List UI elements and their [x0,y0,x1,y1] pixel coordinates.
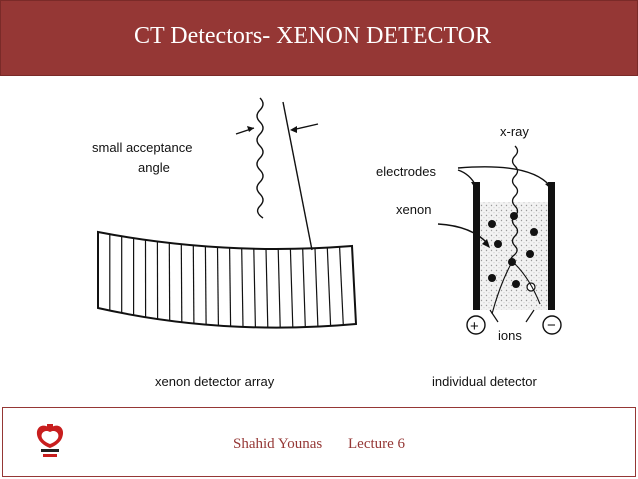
ions-label: ions [498,328,522,343]
individual-detector: + − [466,145,562,335]
footer-lecture: Lecture 6 [348,436,406,452]
institution-logo-icon [36,424,64,457]
minus-symbol: − [547,317,556,334]
slide-title: CT Detectors- XENON DETECTOR [134,23,492,49]
acceptance-label-line1: small acceptance [92,140,192,155]
electrode-left [473,182,480,310]
detector-xray-wave [509,145,519,265]
array-cell-divider [265,248,269,328]
array-cell-divider [180,244,183,323]
plus-terminal [466,315,486,335]
array-cell-divider [253,248,256,328]
electrodes-arrow-right-head [545,182,552,190]
xenon-atom [526,250,534,258]
acceptance-label-line2: angle [138,160,170,175]
array-cell-divider [277,248,281,328]
array-cell-divider [339,246,344,326]
array-cell-divider [204,246,207,325]
footer: Shahid Younas Lecture 6 [2,407,636,477]
detector-caption: individual detector [432,374,537,389]
title-bar: CT Detectors- XENON DETECTOR [0,0,638,76]
ions-arrow-right [525,309,535,323]
ion-path-2 [514,263,541,305]
array-caption: xenon detector array [155,374,275,389]
array-cell-divider [216,247,219,326]
xray-label: x-ray [500,124,529,139]
array-cell-divider [314,248,319,327]
ions-arrow-left [489,309,499,323]
xenon-atom [512,280,520,288]
xenon-atoms [488,212,538,288]
acceptance-line [282,101,313,251]
xenon-atom [488,274,496,282]
array-cell-divider [192,245,195,324]
plus-symbol: + [470,318,479,335]
array-cell-divider [229,247,232,327]
detector-array [97,230,358,329]
array-arc-band [97,230,358,329]
array-xray-wave [256,97,264,219]
array-cell-divider [302,248,306,328]
xenon-atom [494,240,502,248]
xenon-atom [530,228,538,236]
angle-arrow-right-head [290,126,297,133]
xenon-detector-figure: small acceptance angle xenon detector ar… [0,74,638,404]
angle-arrow-left-head [247,126,254,132]
detector-diagram: small acceptance angle xenon detector ar… [92,97,562,389]
array-cell-divider [326,247,332,326]
array-cell-divider [241,248,244,327]
array-cell-dividers [109,234,344,328]
electrodes-arrow-left-head [471,182,478,190]
xenon-atom [488,220,496,228]
electrodes-arrow-right [457,166,551,187]
array-cell-divider [289,248,294,328]
electrode-right [548,182,555,310]
electrodes-label: electrodes [376,164,436,179]
footer-author: Shahid Younas [233,436,323,452]
xenon-label: xenon [396,202,431,217]
minus-terminal [542,315,562,335]
ion-path-1 [491,261,513,315]
xenon-arrow-head [482,239,490,248]
